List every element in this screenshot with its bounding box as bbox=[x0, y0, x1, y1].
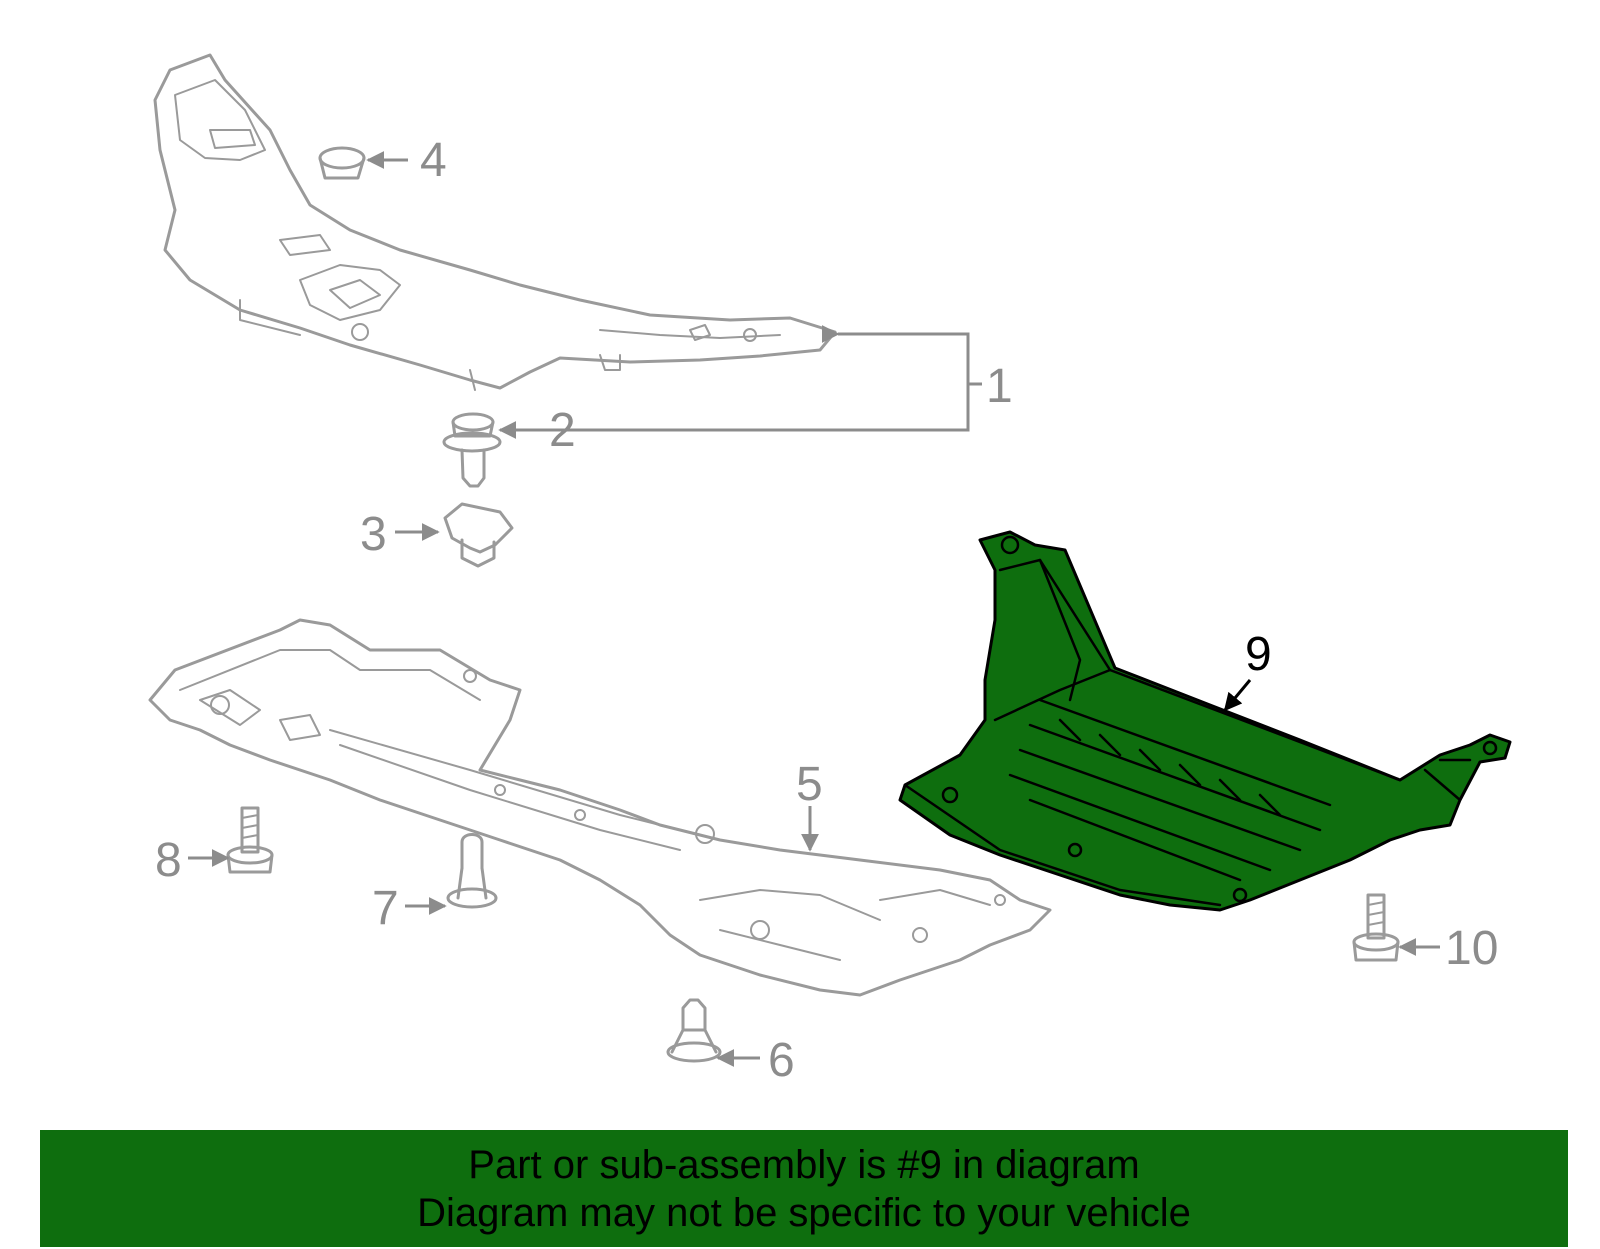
part-8-bolt bbox=[226, 806, 274, 874]
part-6-clip bbox=[666, 998, 722, 1063]
part-5-under-cover bbox=[148, 618, 1052, 997]
callout-7: 7 bbox=[372, 882, 399, 935]
banner-line-1: Part or sub-assembly is #9 in diagram bbox=[468, 1142, 1140, 1187]
part-1-upper-shield bbox=[153, 53, 837, 391]
callout-4: 4 bbox=[420, 134, 447, 187]
callout-2: 2 bbox=[549, 404, 576, 457]
part-9-highlighted-cover bbox=[898, 530, 1512, 912]
leader-lines bbox=[188, 151, 1440, 1067]
callout-8: 8 bbox=[155, 834, 182, 887]
part-10-bolt bbox=[1352, 893, 1400, 962]
callout-5: 5 bbox=[796, 758, 823, 811]
callout-1: 1 bbox=[986, 360, 1013, 413]
part-7-clip bbox=[446, 833, 498, 909]
callout-10: 10 bbox=[1445, 922, 1498, 975]
info-banner: Part or sub-assembly is #9 in diagram Di… bbox=[40, 1130, 1568, 1247]
callout-3: 3 bbox=[360, 508, 387, 561]
parts-diagram: 1 2 3 4 5 6 7 8 9 10 bbox=[148, 53, 1512, 1087]
banner-line-2: Diagram may not be specific to your vehi… bbox=[417, 1190, 1191, 1235]
callout-6: 6 bbox=[768, 1034, 795, 1087]
part-2-clip bbox=[442, 412, 502, 488]
part-3-nut bbox=[443, 502, 514, 568]
callout-9: 9 bbox=[1245, 628, 1272, 681]
part-4-plug bbox=[318, 146, 366, 180]
